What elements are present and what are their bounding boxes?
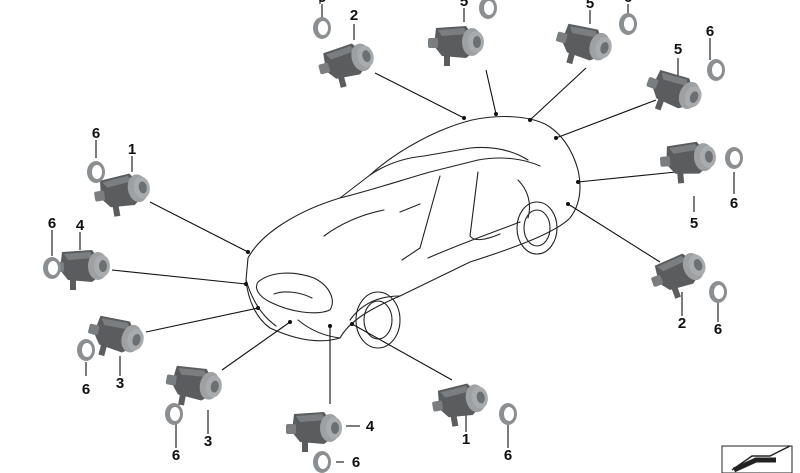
callout-top-6b: 6 [624, 0, 632, 6]
callout-labels: 6 2 5 5 6 6 5 6 1 6 4 5 6 6 3 2 6 6 3 4 … [48, 0, 738, 471]
callout-left-6: 6 [92, 125, 100, 142]
sensor-top-5a [428, 26, 484, 66]
callout-r-5: 5 [690, 215, 698, 232]
sensor-tr-5 [639, 65, 707, 123]
callout-r-6: 6 [730, 195, 738, 212]
sensor-rb-2 [646, 247, 713, 305]
callout-lb-3: 3 [116, 375, 124, 392]
callout-top-2: 2 [350, 7, 358, 24]
callout-left-1: 1 [128, 141, 136, 158]
ring-top-5a-ring [479, 0, 497, 19]
car-outline [245, 116, 581, 349]
ring-top-6 [313, 17, 331, 39]
callout-rb-6: 6 [714, 321, 722, 338]
sensor-top-2 [315, 38, 380, 92]
callout-tr-5: 5 [674, 41, 682, 58]
callout-b-6: 6 [172, 447, 180, 464]
sensor-r-5 [658, 140, 719, 185]
callout-bc-6: 6 [352, 454, 360, 471]
callout-bc-4: 4 [366, 418, 375, 435]
sensor-br-1 [429, 380, 492, 430]
callout-left2-4: 4 [76, 217, 85, 234]
callout-br-1: 1 [462, 431, 470, 448]
sensor-bc-4 [286, 412, 342, 452]
callout-top-5a: 5 [460, 0, 468, 10]
callout-b-3: 3 [204, 433, 212, 450]
ring-rb-6 [709, 281, 727, 303]
callout-top-6: 6 [318, 0, 326, 6]
ring-r-6 [725, 147, 743, 169]
sensor-top-5b [550, 19, 616, 73]
ring-top-6b [619, 13, 637, 35]
ring-b-6 [165, 403, 183, 425]
ring-left-6 [87, 161, 105, 183]
ring-tr-6 [707, 59, 725, 81]
rings [43, 0, 743, 473]
leader-lines [51, 0, 735, 463]
ring-left2-6 [43, 257, 61, 279]
callout-left2-6: 6 [48, 215, 56, 232]
sensor-left2-4 [54, 250, 110, 290]
callout-top-5b: 5 [586, 0, 594, 12]
ring-bc-6 [313, 451, 331, 473]
callout-br-6: 6 [504, 447, 512, 464]
callout-rb-2: 2 [678, 315, 686, 332]
callout-lb-6: 6 [82, 381, 90, 398]
corner-symbol [721, 445, 793, 473]
ring-br-6 [499, 403, 517, 425]
ring-lb-6 [77, 339, 95, 361]
callout-tr-6: 6 [706, 23, 714, 40]
attachment-dots [244, 112, 580, 328]
